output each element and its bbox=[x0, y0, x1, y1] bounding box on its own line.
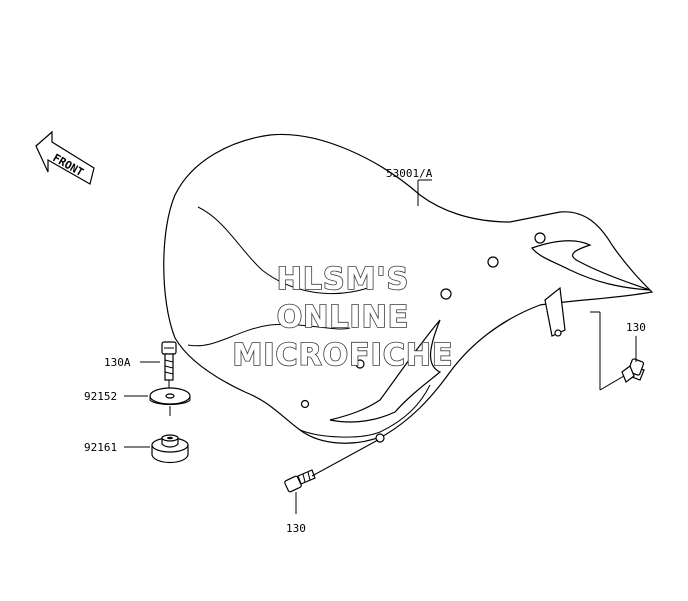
callout-bolt-130-right: 130 bbox=[626, 321, 646, 334]
watermark: HLSM'S ONLINE MICROFICHE bbox=[232, 261, 454, 374]
callout-damper: 92161 bbox=[84, 441, 117, 454]
bolt-130-right-icon bbox=[621, 358, 645, 383]
callout-seat: 53001/A bbox=[386, 167, 433, 180]
front-arrow-icon: FRONT bbox=[35, 130, 95, 185]
callout-bolt-130-bottom: 130 bbox=[286, 522, 306, 535]
washer-92152-icon bbox=[149, 387, 191, 416]
damper-92161-icon bbox=[151, 434, 189, 464]
bolt-130a-icon bbox=[161, 341, 177, 388]
watermark-line-1: HLSM'S bbox=[277, 262, 409, 297]
callout-bolt-130a: 130A bbox=[104, 356, 131, 369]
leader-lines bbox=[124, 179, 637, 514]
watermark-line-2: ONLINE bbox=[277, 300, 410, 335]
watermark-line-3: MICROFICHE bbox=[233, 338, 454, 373]
callout-washer: 92152 bbox=[84, 390, 117, 403]
seat-assembly bbox=[163, 133, 654, 444]
bolt-130-bottom-icon bbox=[284, 469, 316, 493]
